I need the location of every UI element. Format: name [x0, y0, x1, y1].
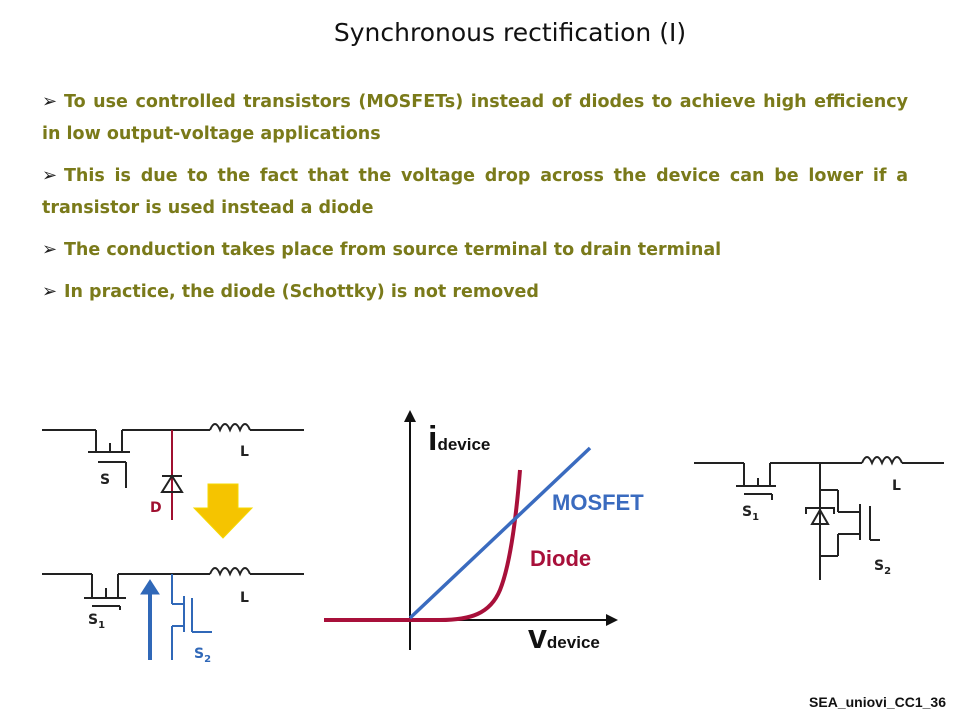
diode-label: D	[150, 500, 162, 516]
bullet-text: To use controlled transistors (MOSFETs) …	[42, 92, 908, 144]
inductor-label: L	[892, 478, 901, 494]
diode-legend: Diode	[530, 546, 592, 571]
up-arrow-icon	[140, 579, 160, 660]
x-axis-arrow-icon	[606, 614, 618, 626]
arrow-bullet-icon: ➢	[42, 281, 58, 302]
inductor-label: L	[240, 590, 249, 606]
arrow-bullet-icon: ➢	[42, 239, 58, 260]
bullet-text: In practice, the diode (Schottky) is not…	[64, 282, 539, 302]
arrow-bullet-icon: ➢	[42, 165, 58, 186]
bullet-item: ➢ The conduction takes place from source …	[42, 234, 908, 266]
circuit-right	[694, 456, 944, 580]
bullet-text: The conduction takes place from source t…	[64, 240, 722, 260]
inductor-icon	[209, 567, 251, 577]
switch-label: S	[100, 472, 111, 488]
schottky-diode-icon	[805, 507, 835, 525]
switch-label: S1	[742, 504, 760, 523]
iv-graph	[324, 410, 618, 650]
mosfet-s2-icon	[171, 574, 212, 660]
y-axis-arrow-icon	[404, 410, 416, 422]
slide-footer: SEA_uniovi_CC1_36	[809, 694, 946, 710]
sync-switch-label: S2	[194, 646, 212, 665]
circuit-bottom	[42, 567, 304, 660]
inductor-label: L	[240, 444, 249, 460]
bullet-list: ➢To use controlled transistors (MOSFETs)…	[42, 86, 908, 318]
switch-label: S1	[88, 612, 106, 631]
circuit-top	[42, 423, 304, 520]
mosfet-legend: MOSFET	[552, 490, 644, 515]
mosfet-s2-icon	[820, 489, 880, 557]
bullet-item: ➢To use controlled transistors (MOSFETs)…	[42, 86, 908, 150]
arrow-bullet-icon: ➢	[42, 91, 58, 112]
diode-curve	[324, 469, 522, 622]
inductor-icon	[209, 423, 251, 433]
bullet-item: ➢This is due to the fact that the voltag…	[42, 160, 908, 224]
mosfet-line	[408, 446, 592, 620]
y-axis-label: idevice	[428, 420, 491, 458]
inductor-icon	[861, 456, 903, 466]
down-arrow-icon	[192, 483, 254, 539]
bullet-text: This is due to the fact that the voltage…	[42, 166, 908, 218]
bullet-item: ➢ In practice, the diode (Schottky) is no…	[42, 276, 908, 308]
x-axis-label: vdevice	[528, 618, 600, 656]
diode-icon	[160, 474, 184, 493]
sync-switch-label: S2	[874, 558, 892, 577]
slide-title: Synchronous rectification (I)	[333, 18, 687, 47]
